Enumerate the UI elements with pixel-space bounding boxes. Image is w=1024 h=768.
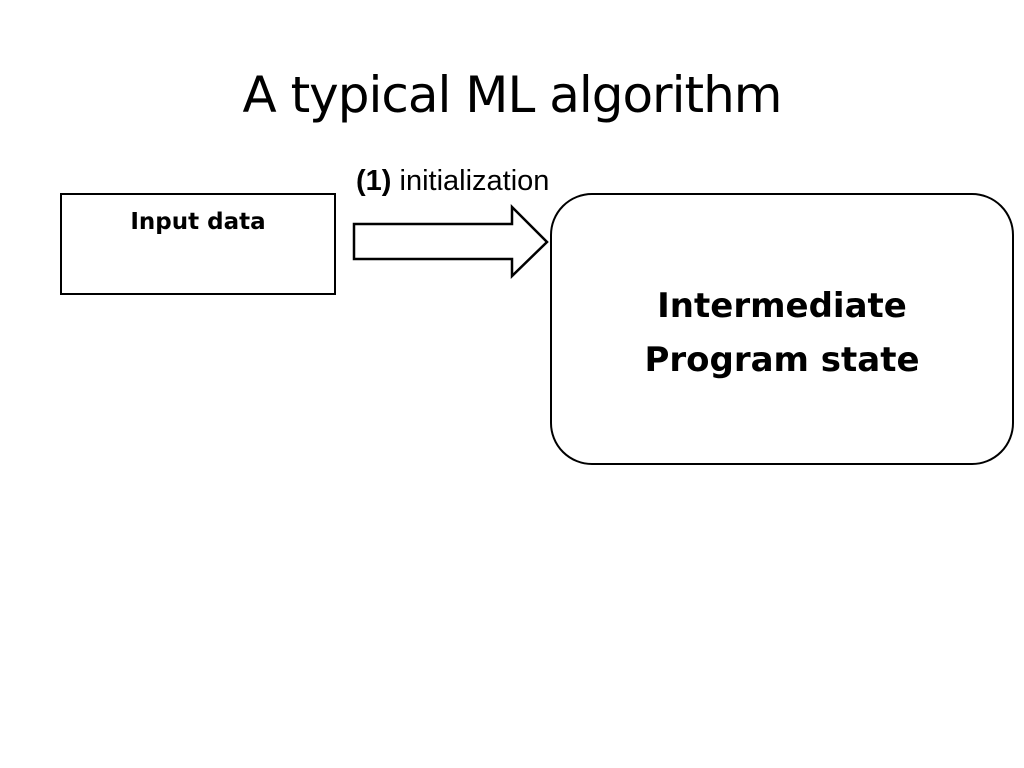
initialization-arrow bbox=[352, 203, 549, 279]
input-data-label: Input data bbox=[130, 209, 266, 235]
block-arrow-shape bbox=[352, 203, 549, 279]
state-label-line1: Intermediate bbox=[657, 286, 907, 326]
slide-title: A typical ML algorithm bbox=[242, 66, 782, 124]
intermediate-state-label: Intermediate Program state bbox=[552, 279, 1012, 387]
input-data-box: Input data bbox=[60, 193, 336, 295]
step-text: initialization bbox=[399, 165, 550, 197]
step-number: (1) bbox=[356, 165, 392, 197]
intermediate-state-box: Intermediate Program state bbox=[550, 193, 1014, 465]
initialization-step-label: (1) initialization bbox=[356, 164, 549, 198]
state-label-line2: Program state bbox=[644, 340, 920, 380]
